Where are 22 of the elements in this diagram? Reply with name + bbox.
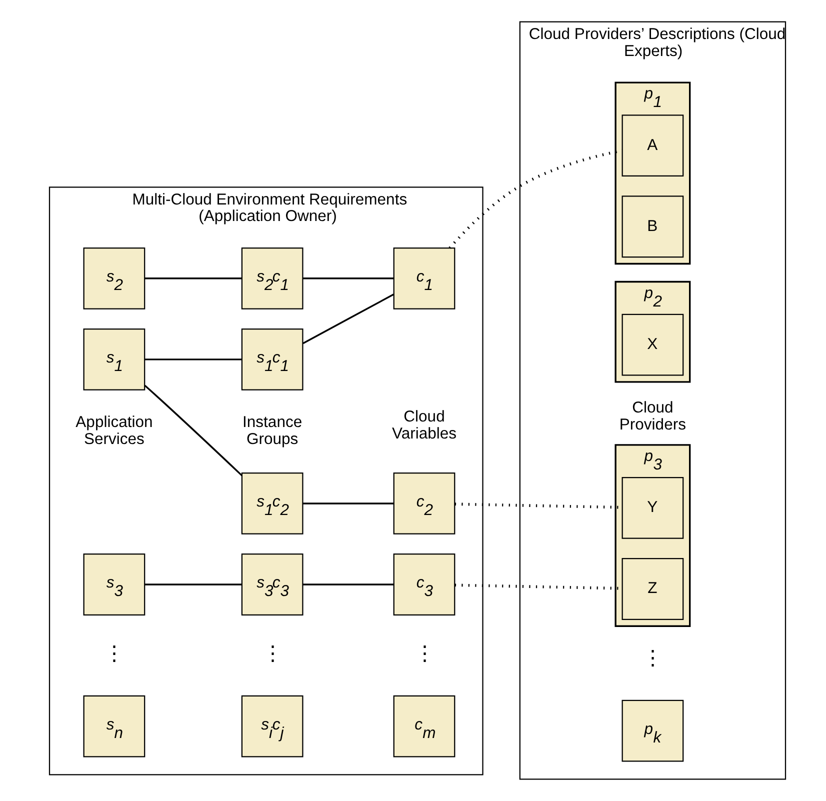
label: ⋮ xyxy=(414,643,434,666)
label: ⋮ xyxy=(104,643,124,666)
connector xyxy=(144,384,242,476)
label: Cloud Providers xyxy=(619,400,686,434)
connector xyxy=(144,278,242,280)
connector xyxy=(303,502,394,504)
connector xyxy=(144,358,242,360)
label: ⋮ xyxy=(642,648,663,670)
connector xyxy=(144,584,242,586)
node-box: Y xyxy=(622,477,684,539)
node-box: B xyxy=(622,196,684,258)
node-box: Z xyxy=(622,558,684,620)
node-box: X xyxy=(622,314,684,376)
connector xyxy=(302,294,394,344)
connector xyxy=(303,278,394,280)
connector xyxy=(448,149,622,249)
label: Application Services xyxy=(76,414,153,448)
label: ⋮ xyxy=(262,643,282,666)
label: Cloud Variables xyxy=(392,408,457,442)
node-box: A xyxy=(622,114,684,177)
label: Instance Groups xyxy=(242,414,302,448)
connector xyxy=(303,584,394,586)
